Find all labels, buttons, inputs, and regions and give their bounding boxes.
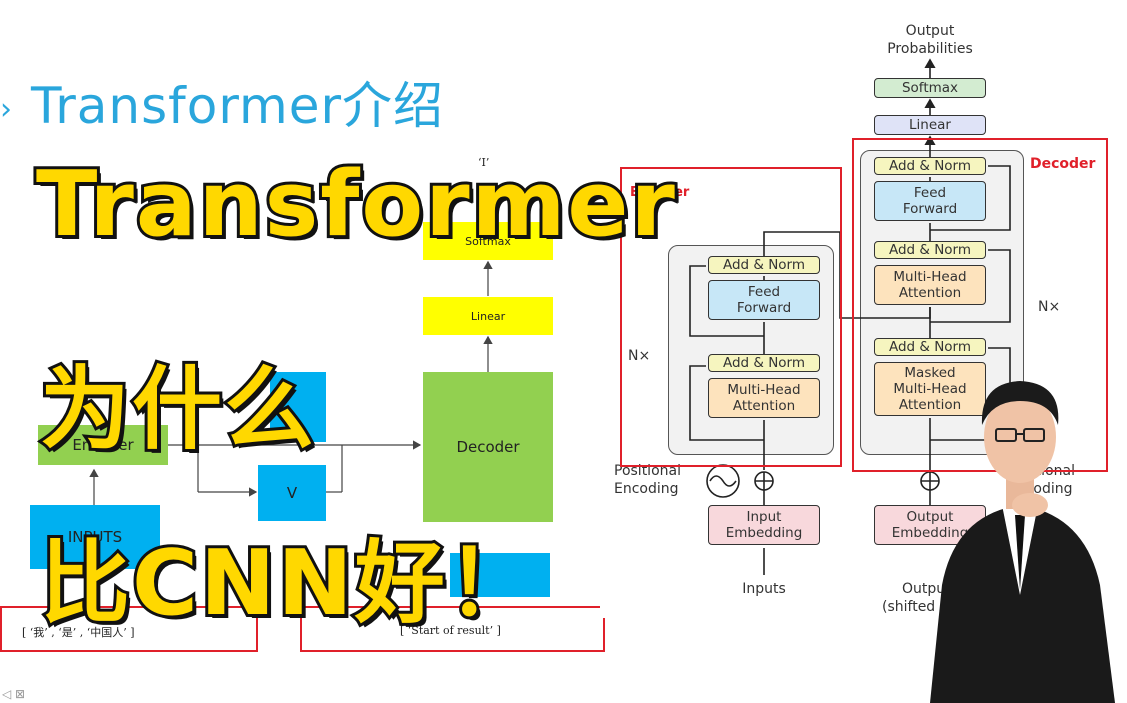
decoder-highlight-frame xyxy=(852,138,1108,472)
bullet-arrow-icon: › xyxy=(0,92,13,127)
encoder-add-norm-bottom: Add & Norm xyxy=(708,354,820,372)
softmax-label: Softmax xyxy=(901,80,959,96)
headline-line-2: 为什么 xyxy=(37,354,317,465)
left-decoder-label: Decoder xyxy=(456,438,520,456)
feed-forward-label: Feed Forward xyxy=(902,185,958,217)
add-norm-label: Add & Norm xyxy=(888,158,972,174)
left-linear-box: Linear xyxy=(423,297,553,335)
start-sequence-box xyxy=(300,606,605,652)
output-probabilities-label: Output Probabilities xyxy=(887,23,973,57)
left-inputs-label: INPUTS xyxy=(67,528,123,546)
encoder-tag: Encoder xyxy=(630,185,690,200)
positional-encoding-left-label: Positional Encoding xyxy=(614,463,681,497)
add-norm-label: Add & Norm xyxy=(888,339,972,355)
start-sequence-text: [ ‘Start of result’ ] xyxy=(400,624,501,637)
multi-head-label: Multi-Head Attention xyxy=(893,269,967,301)
left-v-box: V xyxy=(258,465,326,521)
left-encoder-box: Encoder xyxy=(38,425,168,465)
input-embedding-block: Input Embedding xyxy=(708,505,820,545)
decoder-multi-head: Multi-Head Attention xyxy=(874,265,986,305)
left-linear-label: Linear xyxy=(470,309,506,323)
output-embedding-label: Output Embedding xyxy=(891,509,969,541)
left-encoder-label: Encoder xyxy=(72,436,134,454)
slide-title-text: Transformer介绍 xyxy=(31,77,445,135)
linear-label: Linear xyxy=(909,117,951,133)
encoder-nx-label: N× xyxy=(628,348,651,364)
left-decoder-box: Decoder xyxy=(423,372,553,522)
decoder-nx-label: N× xyxy=(1038,299,1061,315)
presenter-portrait xyxy=(930,381,1115,703)
input-embedding-label: Input Embedding xyxy=(725,509,803,541)
left-softmax-box: Softmax xyxy=(423,222,553,260)
feed-forward-label: Feed Forward xyxy=(736,284,792,316)
headline-line-1: Transformer xyxy=(33,149,678,260)
input-sequence-text: [ ‘我’ , ‘是’ , ‘中国人’ ] xyxy=(22,626,135,639)
linear-block: Linear xyxy=(874,115,986,135)
encoder-highlight-frame xyxy=(620,167,842,467)
left-v-label: V xyxy=(286,484,298,502)
slide-title: › Transformer介绍 xyxy=(0,66,444,138)
left-softmax-label: Softmax xyxy=(465,234,511,248)
decoder-masked-multi-head: Masked Multi-Head Attention xyxy=(874,362,986,416)
left-k-box xyxy=(270,372,326,442)
softmax-block: Softmax xyxy=(874,78,986,98)
encoder-feed-forward: Feed Forward xyxy=(708,280,820,320)
decoder-feed-forward: Feed Forward xyxy=(874,181,986,221)
inputs-label: Inputs xyxy=(742,581,786,597)
left-outputs-box xyxy=(450,553,550,597)
add-norm-label: Add & Norm xyxy=(722,355,806,371)
left-inputs-box: INPUTS xyxy=(30,505,160,569)
left-diagram-arrows xyxy=(89,260,493,505)
decoder-add-norm-top: Add & Norm xyxy=(874,157,986,175)
output-embedding-block: Output Embedding xyxy=(874,505,986,545)
add-norm-label: Add & Norm xyxy=(722,257,806,273)
headline-line-3: 比CNN好！ xyxy=(37,528,540,639)
masked-multi-head-label: Masked Multi-Head Attention xyxy=(893,365,967,413)
decoder-add-norm-middle: Add & Norm xyxy=(874,241,986,259)
input-sequence-box xyxy=(0,606,258,652)
decoder-tag: Decoder xyxy=(1030,156,1096,172)
encoder-multi-head: Multi-Head Attention xyxy=(708,378,820,418)
output-token-label: ‘I’ xyxy=(478,156,490,169)
multi-head-label: Multi-Head Attention xyxy=(727,382,801,414)
decoder-add-norm-bottom: Add & Norm xyxy=(874,338,986,356)
slide-control-icons[interactable]: ◁ ⊠ xyxy=(2,687,26,701)
add-norm-label: Add & Norm xyxy=(888,242,972,258)
encoder-add-norm-top: Add & Norm xyxy=(708,256,820,274)
